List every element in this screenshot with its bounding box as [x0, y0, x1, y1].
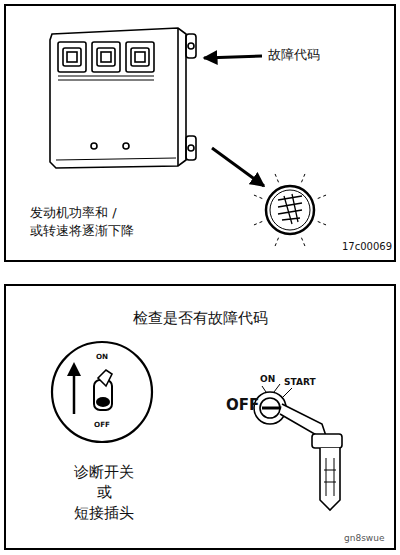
lamp-ray: [318, 194, 329, 199]
ecu-module: [50, 28, 196, 168]
watermark: gn8swue: [344, 533, 384, 544]
ecu-connector: [58, 42, 154, 80]
lamp-ray: [251, 221, 262, 226]
lamp-ray: [318, 221, 329, 226]
lamp-ray: [274, 238, 279, 249]
lamp-ray: [301, 238, 306, 249]
callout-label: 故障代码: [268, 47, 320, 63]
panel: 发动机功率和 /或转速将逐渐下降: [4, 4, 396, 262]
pointer-arrow: [212, 148, 264, 186]
panel-heading: 检查是否有故障代码: [6, 308, 394, 328]
panel: 检查是否有故障代码诊断开关 或 短接插头ONOFF: [4, 284, 396, 550]
key-position: START: [284, 377, 316, 388]
figure-number: 17c00069: [342, 241, 392, 253]
key-position: ON: [260, 374, 275, 385]
key-position: OFF: [226, 396, 259, 414]
switch-position: OFF: [50, 420, 154, 430]
warning-lamp: [251, 171, 329, 249]
pointer-arrow: [204, 56, 262, 58]
key-switch: [254, 384, 342, 510]
switch-position: ON: [50, 352, 154, 362]
note-text: 发动机功率和 /或转速将逐渐下降: [30, 204, 154, 239]
lamp-ray: [251, 194, 262, 199]
lamp-ray: [301, 171, 306, 182]
diagnostic-switch: ON OFF: [50, 340, 154, 444]
switch-caption: 诊断开关 或 短接插头: [68, 462, 140, 523]
lamp-ray: [274, 171, 279, 182]
